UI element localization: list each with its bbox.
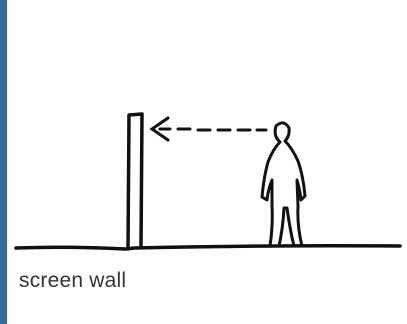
screen-wall-icon (128, 114, 142, 249)
person-figure-icon (262, 123, 305, 246)
ground-line (16, 246, 400, 249)
arrow-left-icon (152, 118, 266, 140)
caption-label: screen wall (19, 269, 126, 293)
